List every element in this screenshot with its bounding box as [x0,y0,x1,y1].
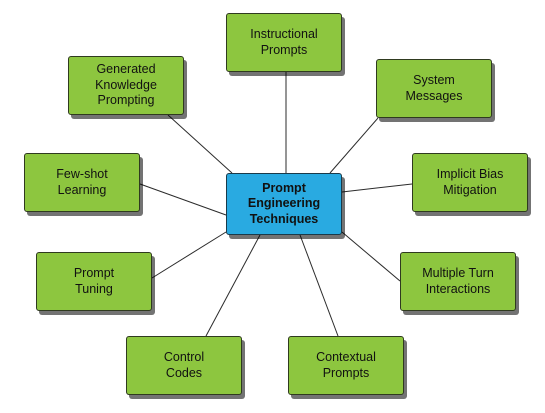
node-contextual-prompts: Contextual Prompts [288,336,404,395]
node-few-shot-learning: Few-shot Learning [24,153,140,212]
node-control-codes: Control Codes [126,336,242,395]
connector-multiturn [341,231,401,282]
center-node-prompt-engineering-techniques: Prompt Engineering Techniques [226,173,342,235]
node-instructional-prompts: Instructional Prompts [226,13,342,72]
node-system-messages: System Messages [376,59,492,118]
connector-contextual [299,234,339,337]
connector-bias [341,183,413,193]
connector-tuning [151,231,227,279]
node-prompt-tuning: Prompt Tuning [36,252,152,311]
connector-system [329,117,379,174]
connector-fewshot [139,183,227,216]
connector-control [205,234,261,337]
node-generated-knowledge-prompting: Generated Knowledge Prompting [68,56,184,115]
node-implicit-bias-mitigation: Implicit Bias Mitigation [412,153,528,212]
connector-generated [167,114,233,174]
node-multiple-turn-interactions: Multiple Turn Interactions [400,252,516,311]
